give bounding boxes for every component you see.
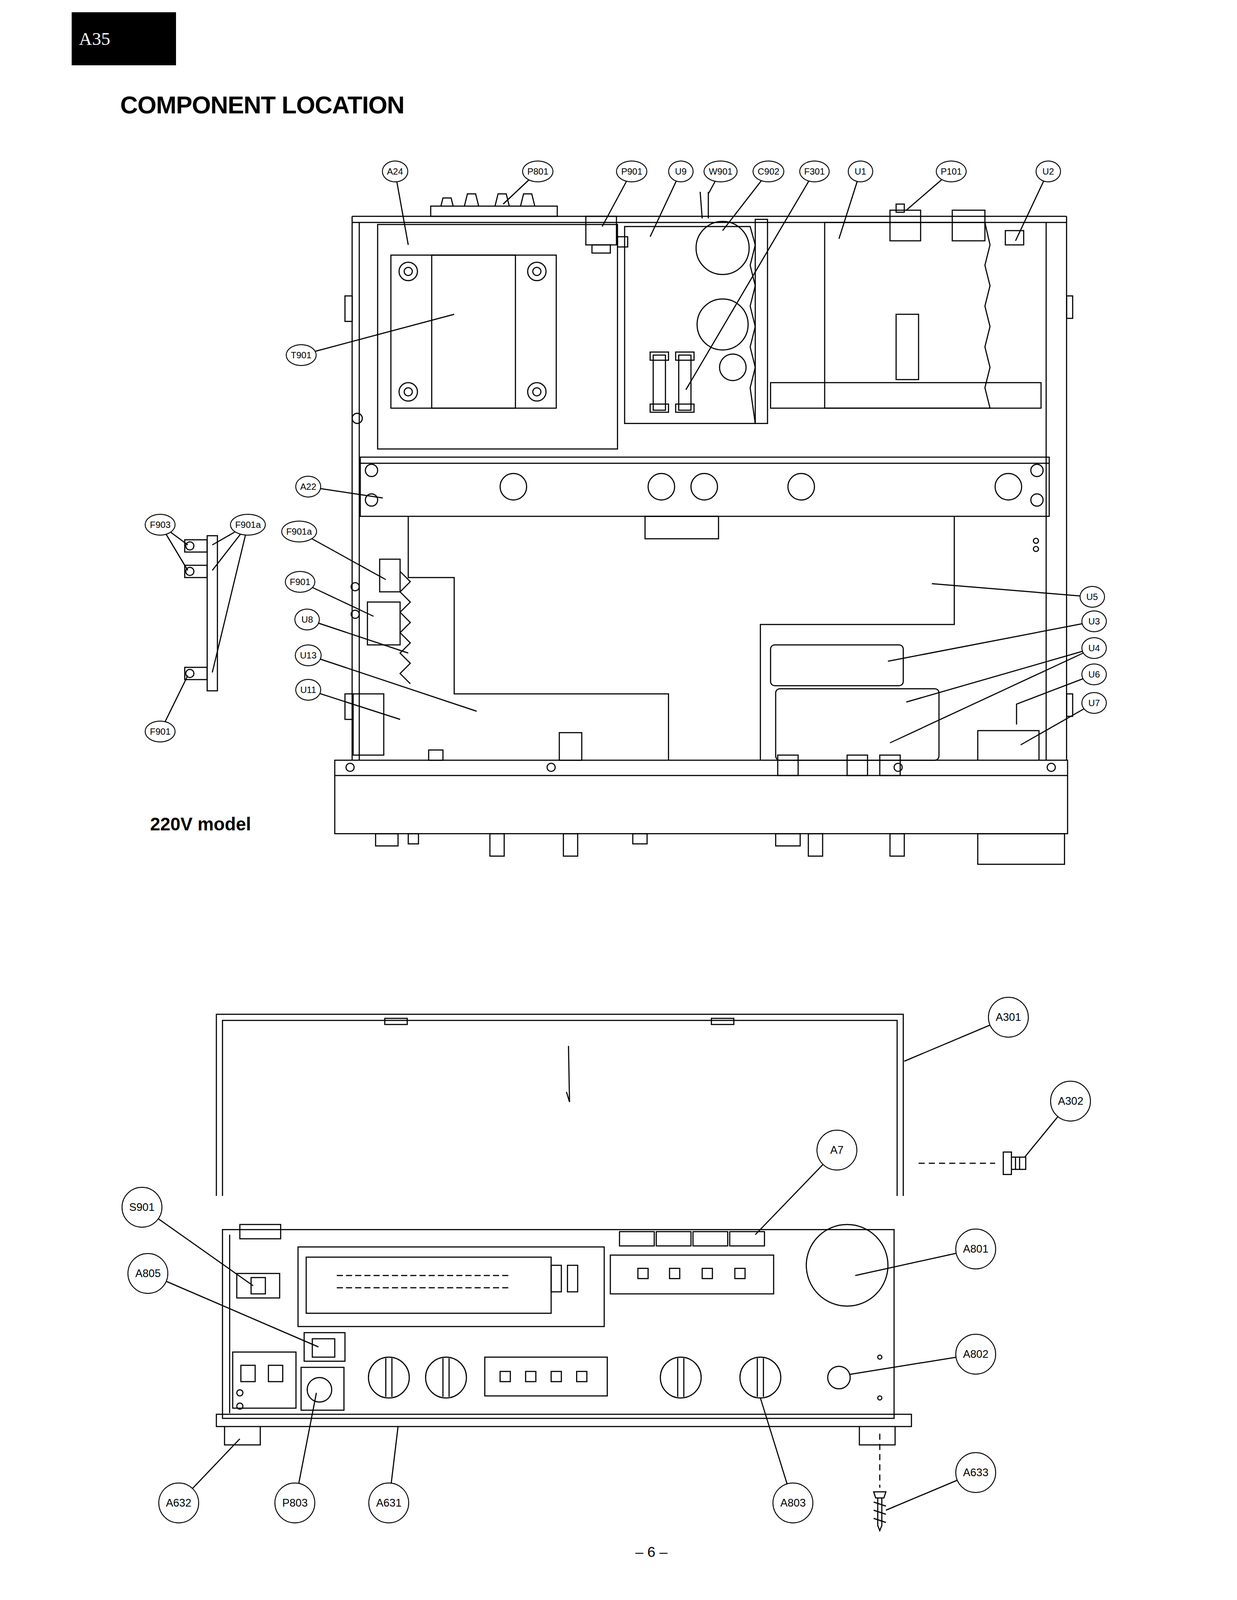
callout-bubble: F901 xyxy=(144,720,176,743)
leader-lines-front xyxy=(141,1017,1071,1511)
callout-bubble: F301 xyxy=(799,160,831,183)
callout-bubble: U1 xyxy=(847,160,874,183)
callout-number: F301 xyxy=(804,166,826,177)
callout-number: A802 xyxy=(963,1349,989,1360)
callout-bubble: A22 xyxy=(295,475,322,498)
callout-bubble: A801 xyxy=(955,1228,997,1270)
callout-bubble: A633 xyxy=(955,1452,997,1494)
callout-number: U4 xyxy=(1088,643,1101,653)
callout-number: U5 xyxy=(1086,592,1099,602)
callout-bubble: U13 xyxy=(294,644,322,667)
callout-bubble: A632 xyxy=(158,1482,200,1524)
callout-bubble: A7 xyxy=(816,1129,858,1171)
callout-number: A22 xyxy=(300,482,317,492)
front-view-illustration xyxy=(216,1014,1026,1532)
callout-bubble: A301 xyxy=(987,997,1029,1038)
callout-number: U11 xyxy=(300,685,317,695)
callout-number: A302 xyxy=(1057,1095,1084,1107)
leader-lines-top xyxy=(160,171,1095,746)
callout-number: P801 xyxy=(527,166,549,177)
callout-number: U3 xyxy=(1088,616,1101,626)
callout-number: U6 xyxy=(1088,669,1101,680)
callout-number: A632 xyxy=(166,1497,192,1509)
callout-bubble: T901 xyxy=(285,344,317,367)
callout-number: A7 xyxy=(830,1144,844,1156)
page-code: A35 xyxy=(78,28,111,50)
callout-bubble: F901a xyxy=(281,520,318,543)
callout-bubble: P801 xyxy=(522,160,554,183)
callout-number: P803 xyxy=(282,1497,308,1509)
header-box: A35 xyxy=(71,12,177,66)
callout-bubble: S901 xyxy=(121,1187,163,1228)
chassis-top-view xyxy=(184,191,1073,865)
callout-number: P901 xyxy=(620,166,643,177)
page-title: COMPONENT LOCATION xyxy=(120,90,405,119)
callout-bubble: U4 xyxy=(1081,637,1107,660)
page-number: – 6 – xyxy=(635,1544,668,1561)
callout-number: A803 xyxy=(780,1497,806,1509)
callout-bubble: U9 xyxy=(668,160,694,183)
callout-bubble: U11 xyxy=(295,679,322,701)
callout-bubble: A805 xyxy=(127,1253,169,1295)
callout-bubble: U7 xyxy=(1081,692,1107,714)
callout-bubble: A802 xyxy=(955,1334,997,1375)
callout-bubble: P803 xyxy=(274,1482,316,1524)
callout-number: F901a xyxy=(234,520,261,530)
callout-bubble: A631 xyxy=(368,1482,410,1524)
callout-bubble: P901 xyxy=(616,160,648,183)
model-caption: 220V model xyxy=(150,814,251,835)
callout-number: U8 xyxy=(301,615,313,625)
callout-number: U7 xyxy=(1088,698,1101,708)
callout-number: A633 xyxy=(963,1467,989,1479)
callout-number: F901 xyxy=(289,577,311,587)
callout-number: A24 xyxy=(386,166,404,177)
callout-number: U1 xyxy=(854,166,867,177)
callout-number: A805 xyxy=(135,1268,161,1280)
callout-bubble: P101 xyxy=(935,160,968,183)
callout-number: F901a xyxy=(286,527,313,537)
callout-number: A801 xyxy=(963,1243,989,1255)
callout-bubble: C902 xyxy=(752,160,785,183)
callout-bubble: A24 xyxy=(381,160,409,183)
callout-bubble: U8 xyxy=(294,608,320,631)
callout-bubble: W901 xyxy=(703,160,738,183)
callout-number: S901 xyxy=(129,1202,155,1213)
callout-bubble: U3 xyxy=(1081,610,1107,633)
callout-number: A631 xyxy=(376,1497,402,1509)
callout-number: F901 xyxy=(149,727,171,737)
callout-number: W901 xyxy=(708,166,733,177)
callout-number: A301 xyxy=(995,1012,1022,1023)
callout-number: T901 xyxy=(290,350,312,360)
callout-number: U13 xyxy=(299,650,317,661)
callout-bubble: A803 xyxy=(772,1482,814,1524)
callout-bubble: F901 xyxy=(284,571,316,593)
callout-bubble: U5 xyxy=(1079,586,1105,608)
callout-bubble: U2 xyxy=(1035,160,1061,183)
callout-number: U2 xyxy=(1042,166,1055,177)
callout-number: C902 xyxy=(757,166,780,177)
callout-number: F903 xyxy=(149,520,171,530)
callout-bubble: A302 xyxy=(1050,1080,1091,1122)
callout-number: U9 xyxy=(674,166,687,177)
callout-number: P101 xyxy=(940,166,963,177)
callout-bubble: F903 xyxy=(144,513,176,536)
callout-bubble: F901a xyxy=(229,513,266,536)
callout-bubble: U6 xyxy=(1081,663,1107,686)
